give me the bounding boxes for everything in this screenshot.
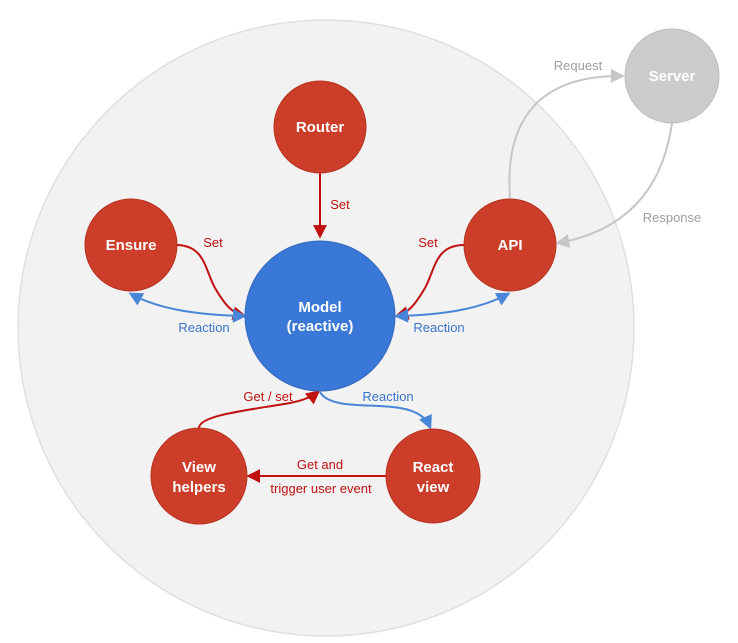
- edge-server-to-api: [555, 122, 673, 248]
- node-router: Router: [273, 80, 367, 174]
- node-react-view: React view: [385, 428, 481, 524]
- node-view-helpers: View helpers: [150, 427, 248, 525]
- node-react-view-label-line2: view: [417, 479, 450, 496]
- edge-label-response: Response: [643, 210, 702, 225]
- node-router-label: Router: [296, 119, 344, 136]
- node-model-label-line1: Model: [298, 299, 341, 316]
- edge-label-ensure-set: Set: [203, 235, 223, 250]
- node-ensure-label: Ensure: [106, 237, 157, 254]
- edge-view-helpers-to-model: [198, 390, 321, 429]
- node-server: Server: [624, 28, 720, 124]
- node-view-helpers-label-line1: View: [182, 459, 216, 476]
- edge-label-model-reaction: Reaction: [362, 389, 413, 404]
- edge-label-trigger-user-event: trigger user event: [270, 481, 372, 496]
- node-model-label-line2: (reactive): [287, 318, 354, 335]
- edge-label-get-set: Get / set: [243, 389, 293, 404]
- edge-label-router-set: Set: [330, 197, 350, 212]
- edge-api-to-server: [508, 68, 625, 199]
- node-view-helpers-label-line2: helpers: [172, 479, 225, 496]
- edge-label-api-reaction: Reaction: [413, 320, 464, 335]
- node-server-label: Server: [649, 68, 696, 85]
- edge-model-ensure-reaction: [128, 292, 247, 323]
- node-react-view-label-line1: React: [413, 459, 454, 476]
- edge-model-api-reaction: [394, 292, 511, 323]
- edge-label-ensure-reaction: Reaction: [178, 320, 229, 335]
- edge-label-api-set: Set: [418, 235, 438, 250]
- edge-model-to-react-view: [319, 391, 432, 430]
- node-model: Model (reactive): [244, 240, 396, 392]
- edge-label-request: Request: [554, 58, 603, 73]
- node-api-label: API: [497, 237, 522, 254]
- edge-label-get-and: Get and: [297, 457, 343, 472]
- node-api: API: [463, 198, 557, 292]
- node-ensure: Ensure: [84, 198, 178, 292]
